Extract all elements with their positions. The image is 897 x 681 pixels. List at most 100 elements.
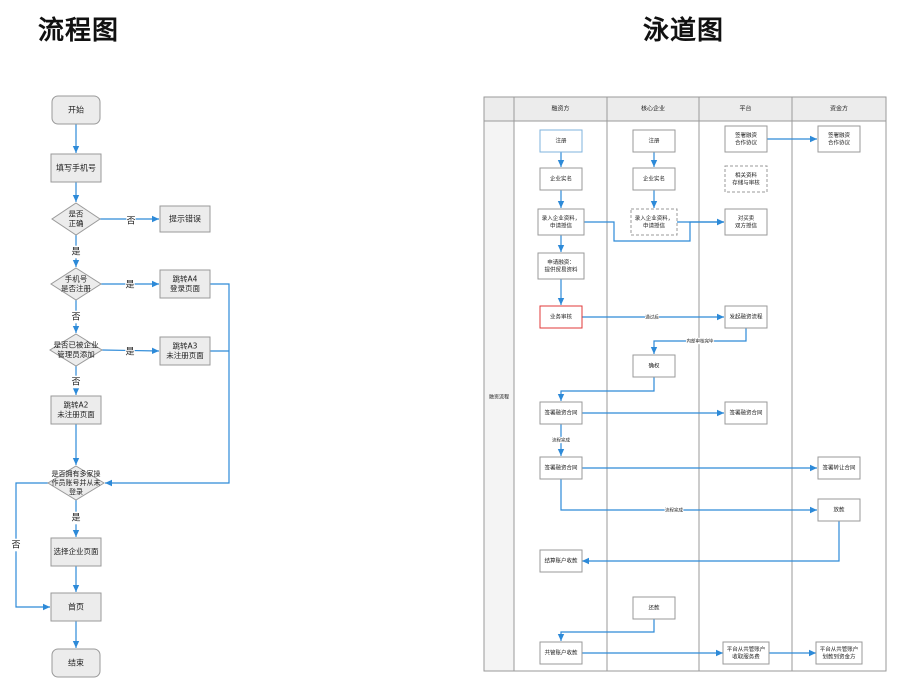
sl-k-transfer-shape [817, 456, 861, 480]
sl-edge-sign2-loan [560, 479, 817, 514]
fc-label-no-3-bg [71, 375, 81, 389]
sl-label-done2: 流程完成 [665, 507, 683, 514]
fc-error-label: 提示错误 [169, 214, 201, 224]
fc-home-shape [50, 592, 102, 622]
sl-p-store-label: 相关资料 [735, 171, 758, 179]
sl-p-contract-shape [724, 401, 768, 425]
fc-a3-label: 跳转A3 [173, 340, 198, 350]
sl-c-register-label: 注册 [648, 137, 660, 145]
sl-label-done1: 流程完成 [552, 437, 570, 444]
sl-f-info: 录入企业资料，申请授信 [537, 208, 585, 236]
fc-home: 首页 [50, 592, 102, 622]
flowchart-heading: 流程图 [38, 16, 120, 46]
sl-p-store-shape [724, 165, 768, 193]
sl-label-done2-bg [664, 506, 684, 514]
fc-edge-d4-home [15, 482, 50, 611]
sl-f-sign2-label: 签署融资合同 [544, 464, 578, 472]
sl-p-start: 发起融资流程 [724, 305, 768, 329]
sl-c-info-label: 录入企业资料， [635, 214, 674, 222]
sl-p-sign-shape [724, 125, 768, 153]
lane-header-3: 平台 [739, 105, 751, 113]
sl-c-repay: 还款 [632, 596, 676, 620]
sl-c-realname-shape [632, 167, 676, 191]
fc-start: 开始 [51, 95, 101, 125]
fc-phone: 填写手机号 [50, 153, 102, 183]
sl-c-confirm-label: 确权 [648, 362, 660, 370]
fc-label-yes-2-bg [125, 278, 135, 292]
sl-p-fee-label: 平台从共管账户 [727, 645, 766, 653]
fc-decision-multi-label: 登录 [69, 487, 83, 496]
sl-c-repay-shape [632, 596, 676, 620]
fc-a2-shape [50, 395, 102, 425]
fc-select-label: 选择企业页面 [54, 546, 99, 556]
fc-label-yes-3: 是 [125, 347, 134, 358]
sl-f-review-label: 业务审核 [550, 313, 573, 321]
fc-decision-multi-label: 是否拥有多家操 [52, 469, 101, 478]
fc-a3-label: 未注册页面 [166, 350, 204, 360]
fc-label-no-4-bg [11, 538, 21, 552]
fc-label-no-2: 否 [71, 312, 80, 323]
sl-f-apply-shape [537, 252, 585, 280]
sl-k-transfer-out-label: 平台从共管账户 [820, 645, 859, 653]
sl-f-info-label: 申请授信 [550, 221, 573, 229]
sl-f-register: 注册 [539, 129, 583, 153]
fc-label-no-4: 否 [11, 540, 20, 551]
fc-select: 选择企业页面 [50, 537, 102, 567]
fc-end-shape [51, 648, 101, 678]
sl-k-transfer-out-label: 划款到资金方 [822, 652, 856, 660]
sl-k-sign-shape [817, 125, 861, 153]
fc-a2-label: 未注册页面 [57, 409, 95, 419]
sl-f-review-shape [539, 305, 583, 329]
sl-k-transfer-label: 签署转让合同 [822, 464, 856, 472]
sl-k-sign-label: 签署融资 [828, 131, 851, 139]
sl-f-realname-shape [539, 167, 583, 191]
fc-decision-added-label: 管理员添加 [57, 349, 95, 359]
sl-k-loan-shape [817, 498, 861, 522]
sl-c-realname-label: 企业实名 [643, 175, 665, 183]
sl-p-fee-label: 收取服务费 [732, 652, 760, 660]
fc-decision-registered-label: 手机号 [65, 273, 88, 283]
sl-f-settle-label: 结算账户收款 [544, 557, 578, 565]
sl-label-passed: 通过后 [645, 314, 659, 321]
sl-edge-loan-settle [582, 521, 840, 565]
sl-p-contract: 签署融资合同 [724, 401, 768, 425]
sl-f-joint: 共管账户收款 [539, 641, 583, 665]
sl-c-realname: 企业实名 [632, 167, 676, 191]
sl-c-register: 注册 [632, 129, 676, 153]
sl-f-settle: 结算账户收款 [539, 549, 583, 573]
fc-start-label: 开始 [68, 105, 84, 115]
fc-label-no-1: 否 [126, 216, 135, 227]
sl-edge-confirm-sign1 [557, 377, 655, 401]
fc-home-label: 首页 [68, 602, 84, 612]
sl-f-info-label: 录入企业资料， [542, 214, 581, 222]
fc-decision-added-shape [49, 333, 103, 367]
sl-f-sign1: 签署融资合同 [539, 401, 583, 425]
fc-edge-a4-d4 [105, 283, 230, 487]
sl-label-internal-done: 内部审核完毕 [687, 338, 714, 345]
sl-c-info-shape [630, 208, 678, 236]
sl-f-sign2-shape [539, 456, 583, 480]
fc-phone-shape [50, 153, 102, 183]
sl-f-info-shape [537, 208, 585, 236]
fc-a4-label: 跳转A4 [173, 273, 198, 283]
fc-label-yes-1-bg [71, 245, 81, 259]
sl-f-sign1-label: 签署融资合同 [544, 409, 578, 417]
fc-decision-registered-label: 是否注册 [61, 283, 91, 293]
swimlane-frame [483, 96, 887, 672]
fc-a4-shape [159, 269, 211, 299]
fc-decision-multi-label: 作员账号并从未 [52, 478, 101, 487]
fc-label-no-1-bg [126, 214, 136, 228]
sl-k-loan-label: 放款 [833, 506, 845, 514]
sl-c-info-label: 申请授信 [643, 221, 666, 229]
fc-label-yes-1: 是 [71, 247, 80, 258]
sl-f-sign1-shape [539, 401, 583, 425]
sl-p-start-label: 发起融资流程 [729, 313, 763, 321]
